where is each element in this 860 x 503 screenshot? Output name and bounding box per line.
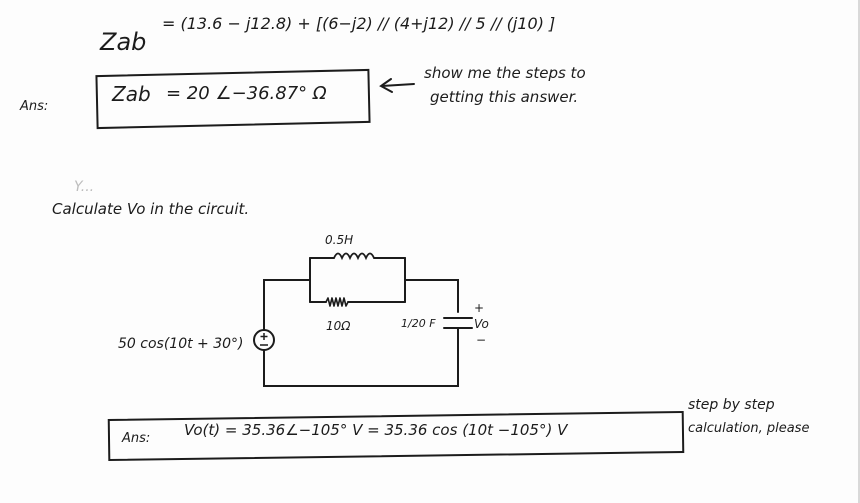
faint-text: Y... bbox=[74, 179, 95, 195]
answer-lhs-1: Zab bbox=[112, 82, 151, 106]
resistor-icon bbox=[325, 297, 349, 307]
request-line-1: step by step bbox=[688, 397, 775, 413]
voltage-source-icon bbox=[253, 329, 275, 351]
equation-lhs: Zab bbox=[100, 28, 147, 56]
note-line-2: getting this answer. bbox=[430, 88, 579, 106]
output-plus-label: + bbox=[474, 301, 485, 315]
capacitor-label: 1/20 F bbox=[401, 317, 436, 330]
circuit-prompt: Calculate Vo in the circuit. bbox=[52, 200, 250, 218]
output-voltage-label: Vo bbox=[474, 317, 489, 331]
answer-text-2: Vo(t) = 35.36∠−105° V = 35.36 cos (10t −… bbox=[184, 421, 568, 439]
output-minus-label: − bbox=[476, 333, 487, 347]
note-line-1: show me the steps to bbox=[424, 64, 586, 82]
arrow-icon bbox=[379, 78, 415, 93]
inductor-label: 0.5H bbox=[325, 233, 354, 247]
request-line-2: calculation, please bbox=[688, 421, 810, 436]
answer-rhs-1: = 20 ∠−36.87° Ω bbox=[166, 83, 327, 104]
circuit-wires bbox=[263, 257, 473, 387]
answer-label-1: Ans: bbox=[20, 99, 49, 114]
inductor-icon bbox=[333, 252, 375, 261]
source-label: 50 cos(10t + 30°) bbox=[118, 336, 244, 352]
equation-rhs: = (13.6 − j12.8) + [(6−j2) // (4+j12) //… bbox=[162, 14, 556, 33]
answer-label-2: Ans: bbox=[122, 431, 151, 446]
resistor-label: 10Ω bbox=[326, 319, 351, 333]
